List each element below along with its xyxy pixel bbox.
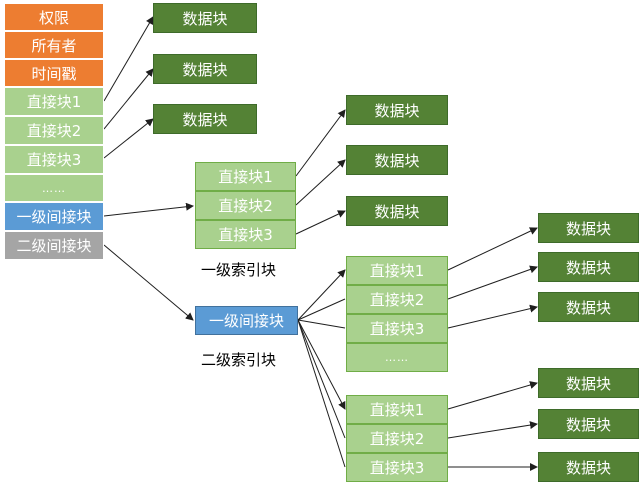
data-block: 数据块 (346, 196, 448, 226)
arrow-second-to-b (297, 319, 346, 410)
fan-line-3 (297, 319, 346, 439)
sub-index-a-ellipsis: …… (346, 343, 448, 372)
first-index-caption: 一级索引块 (201, 261, 277, 279)
arrow-sub-a-2 (447, 265, 538, 300)
data-block: 数据块 (346, 95, 448, 125)
arrow-sub-a-1 (447, 227, 538, 271)
arrow-sub-b-1 (447, 381, 538, 410)
data-block: 数据块 (153, 3, 257, 33)
inode-direct-block-3: 直接块3 (4, 145, 104, 174)
arrow-first-index-2 (295, 159, 346, 206)
arrow-double-indirect (103, 244, 194, 321)
arrow-sub-a-3 (447, 304, 538, 329)
first-index-direct-3: 直接块3 (195, 220, 296, 249)
arrow-second-to-a (297, 269, 346, 321)
fan-line-1 (297, 298, 346, 321)
data-block: 数据块 (153, 104, 257, 134)
second-index-entry: 一级间接块 (195, 306, 298, 335)
inode-permission: 权限 (4, 3, 104, 31)
sub-index-a-direct-1: 直接块1 (346, 256, 448, 285)
inode-timestamp: 时间戳 (4, 59, 104, 87)
inode-single-indirect: 一级间接块 (4, 202, 104, 231)
inode-owner: 所有者 (4, 31, 104, 59)
arrow-first-index-1 (295, 109, 346, 177)
data-block: 数据块 (538, 292, 639, 322)
second-index-caption: 二级索引块 (201, 351, 277, 369)
data-block: 数据块 (153, 54, 257, 84)
sub-index-b-direct-2: 直接块2 (346, 424, 448, 453)
inode-ellipsis: …… (4, 174, 104, 202)
inode-direct-block-1: 直接块1 (4, 87, 104, 116)
inode-double-indirect: 二级间接块 (4, 231, 104, 260)
first-index-direct-1: 直接块1 (195, 162, 296, 191)
arrow-inode-direct1 (103, 16, 154, 102)
fan-line-4 (297, 319, 346, 468)
data-block: 数据块 (538, 368, 639, 398)
data-block: 数据块 (538, 409, 639, 439)
sub-index-b-direct-3: 直接块3 (346, 453, 448, 482)
inode-direct-block-2: 直接块2 (4, 116, 104, 145)
sub-index-b-direct-1: 直接块1 (346, 395, 448, 424)
data-block: 数据块 (538, 213, 639, 243)
fan-line-2 (297, 319, 346, 329)
arrow-single-indirect (103, 202, 194, 217)
arrow-first-index-3 (295, 210, 346, 235)
arrow-inode-direct3 (103, 118, 154, 159)
data-block: 数据块 (538, 252, 639, 282)
data-block: 数据块 (346, 145, 448, 175)
sub-index-a-direct-2: 直接块2 (346, 285, 448, 314)
arrow-inode-direct2 (103, 68, 154, 130)
sub-index-a-direct-3: 直接块3 (346, 314, 448, 343)
first-index-direct-2: 直接块2 (195, 191, 296, 220)
data-block: 数据块 (538, 452, 639, 482)
arrow-sub-b-2 (447, 421, 538, 439)
